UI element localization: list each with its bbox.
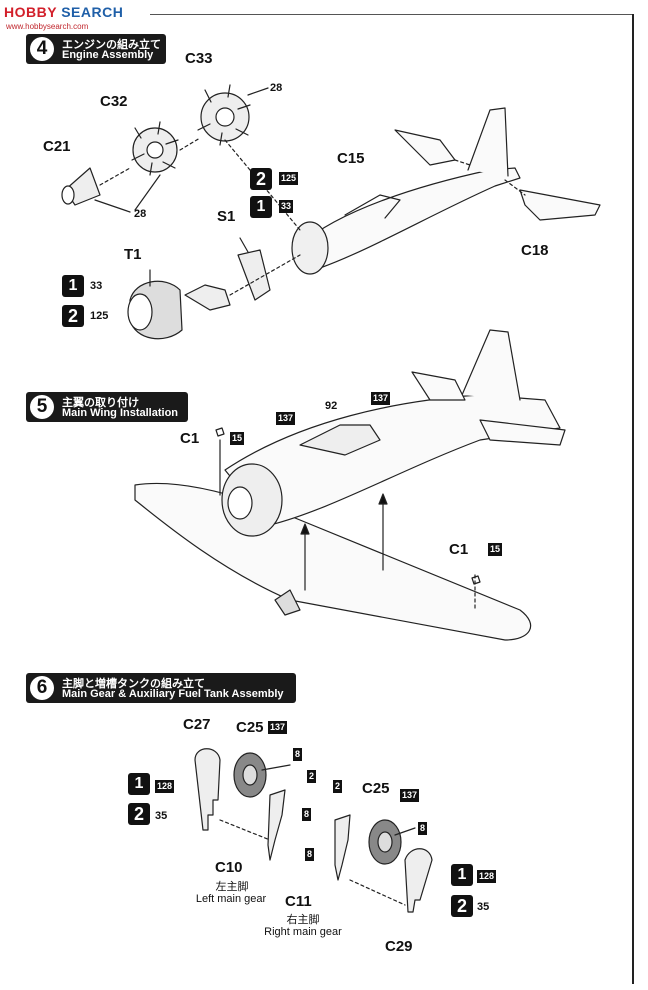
step-title-jp: 主翼の取り付け [62,397,139,409]
step-title-en: Main Wing Installation [62,407,179,419]
part-label-c11: C11 [285,893,312,910]
paint-code: 8 [305,848,315,861]
callout-2: 2 [128,803,150,825]
callout-1: 1 [128,773,150,795]
paint-code: 28 [134,208,147,220]
engine-c33 [197,84,269,146]
part-label-c29: C29 [385,938,413,955]
spinner-c21 [61,167,161,213]
step-title-en: Engine Assembly [62,49,154,61]
paint-code: 33 [90,280,103,292]
paint-code: 35 [155,810,168,822]
part-label-c25: C25 [362,780,390,797]
step-6-header: 6 主脚と増槽タンクの組み立て Main Gear & Auxiliary Fu… [26,673,296,703]
part-label-c1: C1 [449,541,469,558]
paint-code: 15 [488,543,503,556]
paint-code: 28 [270,82,283,94]
paint-code: 33 [279,200,294,213]
paint-code: 137 [268,721,288,734]
paint-code: 8 [293,748,303,761]
fuselage-engine-step [291,107,601,275]
aircraft-wing-step [134,329,566,641]
paint-code: 35 [477,901,490,913]
part-label-c10: C10 [215,859,243,876]
watermark-url: www.hobbysearch.com [6,22,89,31]
paint-code: 8 [418,822,428,835]
part-label-c25: C25 [236,719,264,736]
callout-2: 2 [250,168,272,190]
step-4-header: 4 エンジンの組み立て Engine Assembly [26,34,166,64]
watermark-logo: HOBBY SEARCH [4,4,124,20]
callout-2: 2 [451,895,473,917]
left-gear-caption-en: Left main gear [195,893,267,905]
part-label-c33: C33 [185,50,213,67]
callout-2: 2 [62,305,84,327]
part-label-c32: C32 [100,93,128,110]
step-number: 6 [30,676,54,700]
paint-code: 128 [155,780,175,793]
paint-code: 2 [307,770,317,783]
page-border-right [632,14,634,984]
paint-code: 125 [279,172,299,185]
step-title-jp: 主脚と増槽タンクの組み立て [62,678,205,690]
right-main-gear [334,814,433,913]
part-label-c1: C1 [180,430,200,447]
callout-1: 1 [62,275,84,297]
step-number: 4 [30,37,54,61]
part-label-c18: C18 [521,242,549,259]
paint-code: 8 [302,808,312,821]
paint-code: 125 [90,310,109,322]
part-label-t1: T1 [124,246,142,263]
exhaust-s1 [237,237,271,301]
paint-code: 137 [400,789,420,802]
part-label-c27: C27 [183,716,211,733]
step-5-header: 5 主翼の取り付け Main Wing Installation [26,392,188,422]
page-border-top [150,14,634,15]
cowling-t1 [127,254,301,340]
engine-c32 [131,121,301,231]
right-gear-caption-en: Right main gear [264,926,342,938]
paint-code: 2 [333,780,343,793]
callout-1: 1 [250,196,272,218]
step-title-en: Main Gear & Auxiliary Fuel Tank Assembly [62,688,284,700]
right-gear-caption-jp: 右主脚 [286,914,320,926]
step-title-jp: エンジンの組み立て [62,39,161,51]
left-main-gear [194,748,291,861]
paint-code: 15 [230,432,245,445]
part-label-s1: S1 [217,208,236,225]
part-label-c21: C21 [43,138,71,155]
paint-code: 137 [276,412,296,425]
callout-1: 1 [451,864,473,886]
paint-code: 128 [477,870,497,883]
step-number: 5 [30,395,54,419]
paint-code: 92 [325,400,338,412]
part-label-c15: C15 [337,150,365,167]
paint-code: 137 [371,392,391,405]
left-gear-caption-jp: 左主脚 [215,881,249,893]
